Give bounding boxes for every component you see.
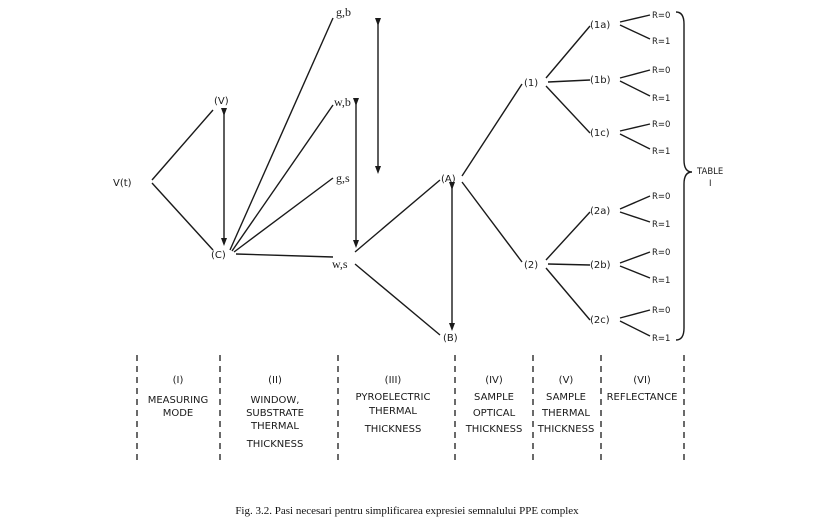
stage-1-line-2: MODE [163,408,194,419]
stage-2-number: (II) [268,375,282,386]
figure-caption: Fig. 3.2. Pasi necesari pentru simplific… [235,505,579,517]
stage-1-number: (I) [173,375,184,386]
edge-ws-a [354,179,441,253]
leaf-1b-r0: R=0 [652,66,670,76]
edge-1-1c [545,85,591,134]
stage-5: (V) SAMPLE THERMAL THICKNESS [537,375,595,435]
leaf-1a-r0: R=0 [652,11,670,21]
stage-2-line-4: THICKNESS [246,439,304,450]
stage-2-line-2: SUBSTRATE [246,408,304,419]
edge-ws-b [354,263,441,336]
leaf-1c-r0: R=0 [652,120,670,130]
node-2b: (2b) [590,260,611,271]
edge-1a-r0 [619,14,651,23]
leaf-2a-r1: R=1 [652,220,670,230]
table-label: TABLE [696,167,723,177]
stage-3-line-3: THICKNESS [364,424,422,435]
edge-c-gs [233,177,334,253]
table-brace [675,11,693,341]
edge-2-2c [545,267,591,321]
leaf-2c-r0: R=0 [652,306,670,316]
node-gs: g,s [336,171,350,185]
stage-labels: (I) MEASURING MODE (II) WINDOW, SUBSTRAT… [148,375,678,450]
stage-5-line-3: THICKNESS [537,424,595,435]
stage-5-line-1: SAMPLE [546,392,586,403]
leaf-2b-r1: R=1 [652,276,670,286]
edge-vt-c [151,182,214,251]
leaf-2a-r0: R=0 [652,192,670,202]
stage-4-line-2: OPTICAL [473,408,516,419]
node-1: (1) [524,78,538,89]
node-2: (2) [524,260,538,271]
node-ws: w,s [332,257,348,271]
edge-2b-r0 [619,251,651,264]
node-1c: (1c) [590,128,610,139]
edge-c-gb [229,17,334,251]
node-vt: V(t) [113,178,132,189]
edge-a-1 [461,83,523,177]
stage-5-number: (V) [559,375,574,386]
node-wb: w,b [334,95,351,109]
node-2c: (2c) [590,315,610,326]
edge-c-ws [235,253,334,258]
stage-1-line-1: MEASURING [148,395,209,406]
stage-3-line-2: THERMAL [368,406,417,417]
node-1b: (1b) [590,75,611,86]
edge-1a-r1 [619,24,651,40]
stage-2-line-3: THERMAL [250,421,299,432]
edge-2-2b [547,263,591,266]
stage-6-line-1: REFLECTANCE [607,392,678,403]
stage-1: (I) MEASURING MODE [148,375,209,419]
edge-1b-r0 [619,69,651,79]
leaf-2c-r1: R=1 [652,334,670,344]
edge-1c-r1 [619,133,651,150]
node-gb: g,b [336,5,351,19]
edge-2c-r0 [619,309,651,319]
leaf-1a-r1: R=1 [652,37,670,47]
node-c: (C) [211,250,226,261]
edge-2c-r1 [619,320,651,337]
node-a: (A) [441,174,456,185]
edge-1-1a [545,25,591,79]
stage-3-number: (III) [385,375,402,386]
node-labels: V(t) (V) (C) g,b w,b g,s w,s (A) (B) (1)… [113,5,723,344]
node-v: (V) [214,96,229,107]
leaf-2b-r0: R=0 [652,248,670,258]
stage-4-number: (IV) [485,375,503,386]
edge-2a-r0 [619,195,651,210]
stage-3: (III) PYROELECTRIC THERMAL THICKNESS [356,375,431,435]
edge-1c-r0 [619,123,651,132]
node-b: (B) [443,333,458,344]
edge-vt-v [151,109,214,181]
edge-2-2a [545,211,591,261]
stage-4: (IV) SAMPLE OPTICAL THICKNESS [465,375,523,435]
edge-1-1b [547,79,591,83]
edge-2b-r1 [619,265,651,279]
edge-1b-r1 [619,80,651,97]
edge-a-2 [461,181,523,263]
stage-5-line-2: THERMAL [541,408,590,419]
edge-2a-r1 [619,211,651,223]
stage-2: (II) WINDOW, SUBSTRATE THERMAL THICKNESS [246,375,304,450]
range-arrows [221,18,455,331]
edge-c-wb [231,104,334,252]
leaf-1b-r1: R=1 [652,94,670,104]
stage-4-line-3: THICKNESS [465,424,523,435]
table-number: I [709,179,712,189]
stage-6-number: (VI) [633,375,651,386]
node-2a: (2a) [590,206,610,217]
tree-edges [151,14,651,337]
leaf-1c-r1: R=1 [652,147,670,157]
stage-6: (VI) REFLECTANCE [607,375,678,403]
node-1a: (1a) [590,20,610,31]
stage-2-line-1: WINDOW, [251,395,300,406]
stage-4-line-1: SAMPLE [474,392,514,403]
stage-3-line-1: PYROELECTRIC [356,392,431,403]
